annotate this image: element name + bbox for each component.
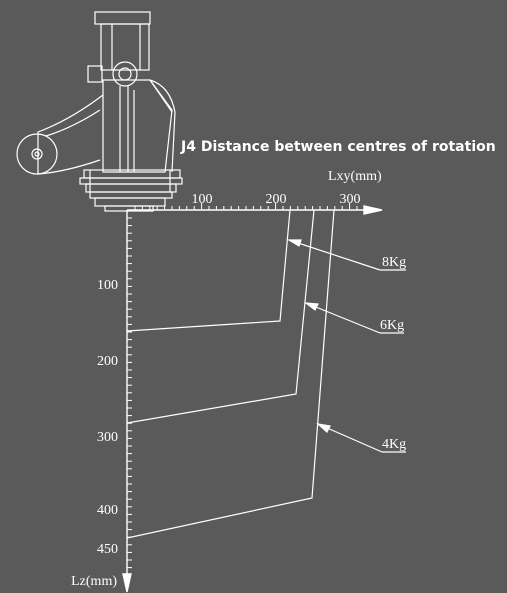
y-axis-minor-ticks: [127, 217, 132, 569]
curve-8kg-label: 8Kg: [382, 255, 406, 270]
x-axis-minor-ticks: [134, 203, 358, 210]
y-tick-label-200: 200: [97, 354, 118, 369]
y-tick-label-100: 100: [97, 278, 118, 293]
x-tick-labels: 100 200 300: [192, 192, 361, 207]
curve-8kg: 8Kg: [126, 209, 406, 332]
y-tick-label-400: 400: [97, 503, 118, 518]
x-tick-label-300: 300: [340, 192, 361, 207]
y-tick-label-450: 450: [97, 542, 118, 557]
curve-8kg-arrow: [286, 239, 302, 247]
curve-4kg-arrow: [316, 423, 331, 433]
y-axis-label: Lz(mm): [71, 574, 117, 589]
robot-arm-drawing: [16, 11, 183, 212]
curve-4kg-line: [126, 209, 335, 539]
x-tick-label-100: 100: [192, 192, 213, 207]
x-axis-label: Lxy(mm): [328, 169, 382, 184]
curve-8kg-leader: [288, 239, 381, 271]
curve-6kg: 6Kg: [126, 209, 404, 424]
curve-6kg-line: [126, 209, 315, 424]
x-axis: [127, 203, 383, 215]
curve-6kg-label: 6Kg: [380, 318, 404, 333]
curve-6kg-leader: [305, 302, 381, 334]
curve-8kg-line: [126, 209, 291, 332]
y-tick-labels: 100 200 300 400 450: [97, 278, 118, 557]
diagram-title: J4 Distance between centres of rotation: [181, 139, 496, 155]
y-tick-label-300: 300: [97, 430, 118, 445]
curve-6kg-arrow: [304, 302, 319, 311]
y-axis: [122, 210, 132, 593]
curve-4kg: 4Kg: [126, 209, 406, 539]
x-tick-label-200: 200: [266, 192, 287, 207]
curve-4kg-label: 4Kg: [382, 437, 406, 452]
